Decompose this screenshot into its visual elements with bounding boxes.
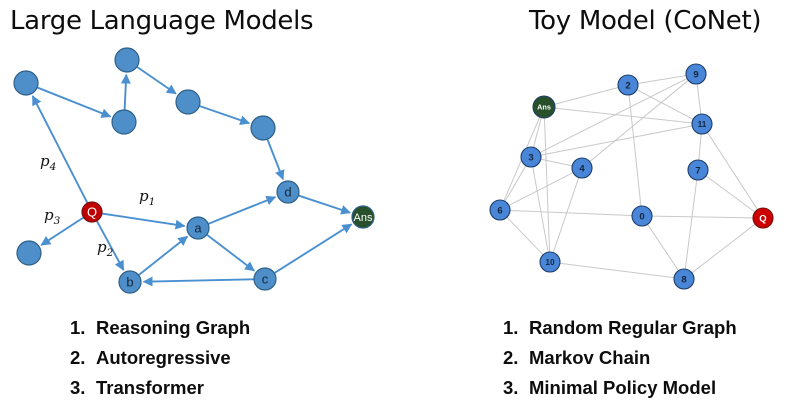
graph-node-n_low[interactable] — [16, 240, 42, 266]
node-label: Q — [87, 205, 97, 220]
path-label: p3 — [44, 206, 61, 227]
node-label: b — [126, 275, 133, 290]
graph-edge — [266, 139, 285, 181]
node-circle — [276, 180, 300, 204]
node-circle — [253, 267, 277, 291]
graph-edge — [37, 86, 112, 118]
node-circle — [186, 216, 210, 240]
graph-node-a[interactable]: a — [186, 216, 210, 240]
node-circle — [351, 205, 375, 229]
list-item: 2. Autoregressive — [70, 343, 250, 373]
graph-edge — [298, 194, 351, 215]
right-panel: Toy Model (CoNet) — [430, 0, 797, 418]
graph-node-ans[interactable]: Ans — [351, 205, 375, 229]
list-item: 3. Minimal Policy Model — [503, 373, 737, 403]
list-item: 1. Random Regular Graph — [503, 313, 737, 343]
node-label: Ans — [354, 212, 373, 224]
graph-node-n_m3[interactable] — [250, 115, 276, 141]
graph-edge — [199, 105, 251, 125]
graph-edge — [142, 276, 254, 287]
node-circle — [81, 201, 103, 223]
path-label: p4 — [40, 152, 56, 173]
graph-edge — [120, 73, 131, 110]
list-item-label: Markov Chain — [529, 347, 651, 368]
graph-node-q[interactable]: Q — [81, 201, 103, 223]
graph-edge — [40, 217, 84, 246]
graph-edge — [96, 220, 125, 271]
list-item-label: Reasoning Graph — [96, 317, 251, 338]
left-panel-title: Large Language Models — [10, 6, 314, 36]
graph-edge — [206, 234, 255, 272]
list-item-label: Random Regular Graph — [529, 317, 737, 338]
list-item: 2. Markov Chain — [503, 343, 737, 373]
list-item-number: 3. — [70, 377, 86, 398]
graph-edges — [31, 66, 353, 287]
node-circle — [118, 270, 142, 294]
node-circle — [16, 240, 42, 266]
list-item-number: 1. — [503, 317, 519, 338]
path-label: p2 — [97, 238, 114, 259]
node-label: c — [262, 272, 269, 287]
graph-edge — [274, 223, 353, 274]
right-panel-list: 1. Random Regular Graph 2. Markov Chain … — [503, 313, 737, 403]
path-label: p1 — [139, 187, 155, 208]
node-circle — [114, 47, 140, 73]
list-item-number: 1. — [70, 317, 86, 338]
list-item-number: 3. — [503, 377, 519, 398]
list-item-number: 2. — [503, 347, 519, 368]
node-circle — [111, 109, 137, 135]
list-item: 1. Reasoning Graph — [70, 313, 250, 343]
list-item-label: Autoregressive — [96, 347, 231, 368]
graph-node-c[interactable]: c — [253, 267, 277, 291]
graph-node-n_mid[interactable] — [111, 109, 137, 135]
list-item: 3. Transformer — [70, 373, 250, 403]
node-label: a — [194, 221, 202, 236]
list-item-label: Transformer — [96, 377, 204, 398]
graph-edge — [138, 235, 189, 276]
node-circle — [250, 115, 276, 141]
node-circle — [13, 70, 39, 96]
node-label: d — [284, 185, 291, 200]
graph-edge — [31, 95, 88, 204]
list-item-number: 2. — [70, 347, 86, 368]
graph-edge — [136, 66, 177, 95]
node-circle — [175, 89, 201, 115]
list-item-label: Minimal Policy Model — [529, 377, 717, 398]
left-panel-list: 1. Reasoning Graph 2. Autoregressive 3. … — [70, 313, 250, 403]
graph-edge — [101, 212, 186, 230]
graph-node-b[interactable]: b — [118, 270, 142, 294]
right-panel-title: Toy Model (CoNet) — [529, 6, 762, 36]
graph-node-n_top[interactable] — [114, 47, 140, 73]
graph-edge — [208, 195, 277, 225]
graph-node-n_upleft[interactable] — [13, 70, 39, 96]
graph-node-d[interactable]: d — [276, 180, 300, 204]
graph-node-n_m2[interactable] — [175, 89, 201, 115]
